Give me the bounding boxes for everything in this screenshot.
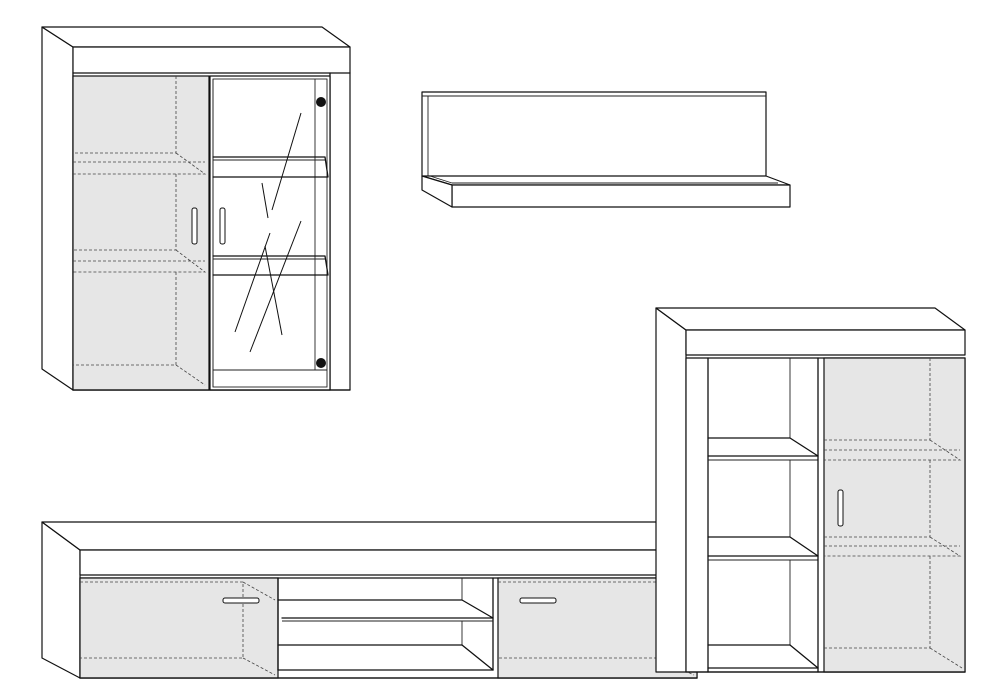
door-handle-icon[interactable] xyxy=(519,597,557,604)
lowboard-top xyxy=(41,521,698,551)
highboard-open-shelves xyxy=(707,357,819,673)
door-handle-icon[interactable] xyxy=(222,597,260,604)
lowboard-left-door[interactable] xyxy=(79,577,279,679)
wall-shelf-plank-top xyxy=(421,175,791,186)
door-handle-icon[interactable] xyxy=(219,207,226,245)
wall-shelf xyxy=(421,91,791,208)
glass-knob-icon xyxy=(316,97,326,107)
wall-shelf-back xyxy=(421,91,767,182)
highboard xyxy=(655,307,966,673)
vitrine-left-side xyxy=(41,26,74,391)
lowboard-open-shelf xyxy=(277,577,494,671)
vitrine-glass-door[interactable] xyxy=(209,75,331,391)
wall-shelf-plank-front xyxy=(451,184,791,208)
glass-knob-icon xyxy=(316,358,326,368)
vitrine-solid-door[interactable] xyxy=(72,75,210,391)
highboard-right-door[interactable] xyxy=(823,357,966,673)
door-handle-icon[interactable] xyxy=(837,489,844,527)
door-handle-icon[interactable] xyxy=(191,207,198,245)
highboard-left-side xyxy=(655,307,687,673)
tv-lowboard xyxy=(41,521,698,679)
highboard-top xyxy=(655,307,966,331)
vitrine-cabinet xyxy=(41,26,351,391)
vitrine-top xyxy=(41,26,351,48)
